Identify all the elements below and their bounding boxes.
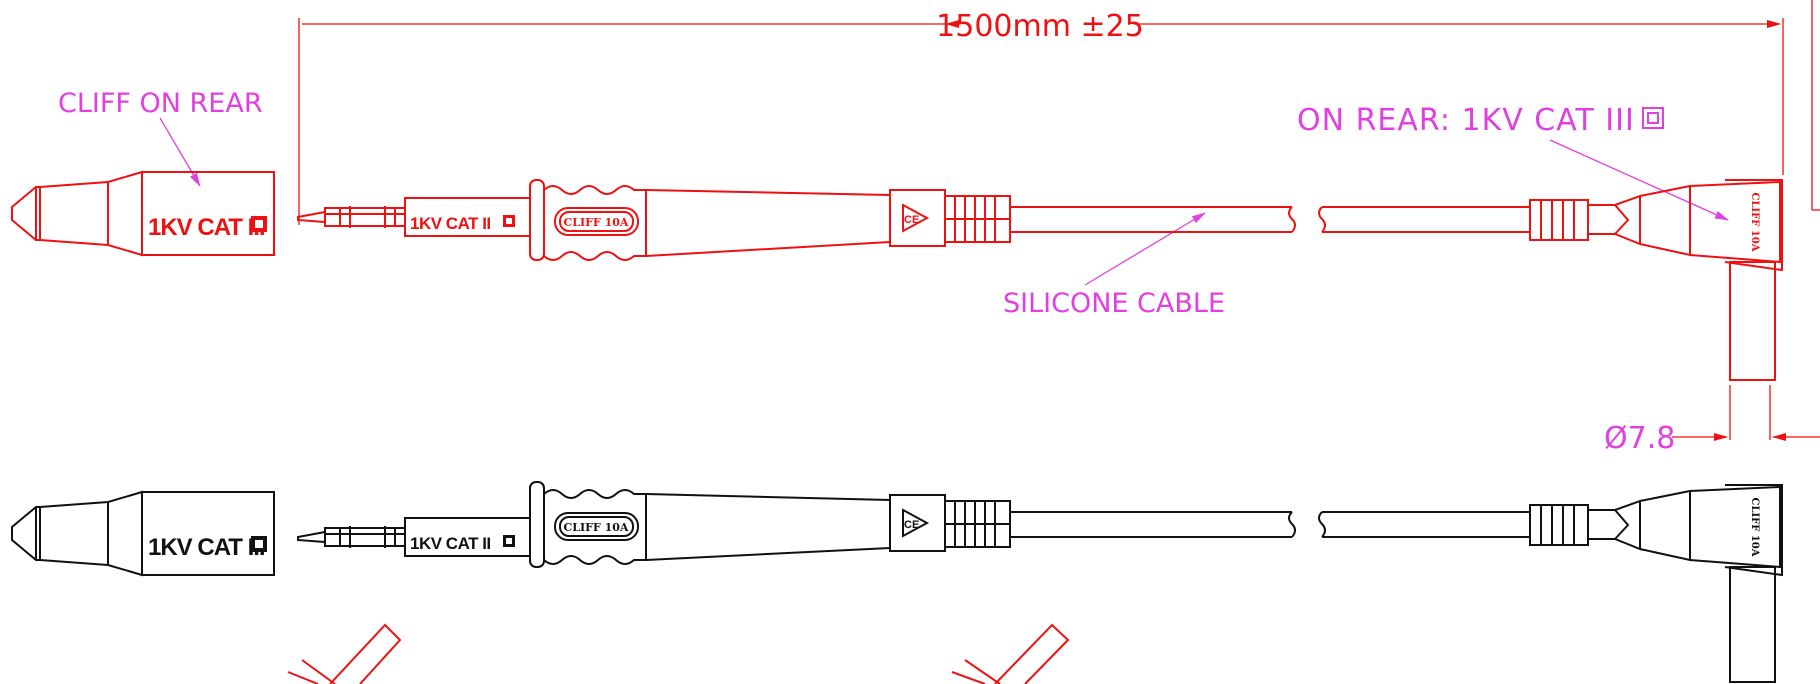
red-ce-mark: CE (904, 214, 919, 226)
black-cap-rating: 1KV CAT III (148, 534, 265, 561)
double-insulation-square-icon (503, 535, 515, 547)
silicone-cable-leader (1084, 212, 1206, 286)
black-probe-tip (297, 526, 406, 548)
red-probe-tip (297, 206, 406, 228)
cliff-on-rear-label: CLIFF ON REAR (58, 88, 263, 119)
black-shroud-cap (11, 490, 275, 577)
length-dimension (298, 0, 1820, 225)
warning-triangle-icon: CE (902, 508, 930, 538)
on-rear-leader (1549, 139, 1729, 221)
black-probe-body (404, 481, 891, 568)
black-brand-connector: CLIFF 10A (1749, 497, 1760, 556)
red-strain-relief (889, 189, 1011, 247)
black-silicone-cable (1010, 511, 1530, 538)
black-right-angle-plug (1529, 484, 1783, 683)
red-silicone-cable (1010, 206, 1530, 233)
silicone-cable-label: SILICONE CABLE (1003, 288, 1225, 319)
red-brand-body: CLIFF 10A (564, 216, 629, 229)
double-insulation-square-icon (251, 216, 267, 232)
double-insulation-square-icon (503, 215, 515, 227)
black-brand-body: CLIFF 10A (564, 521, 629, 534)
double-insulation-square-icon (251, 536, 267, 552)
red-accessory-fragments (287, 623, 1070, 684)
red-test-lead (11, 170, 1783, 381)
red-shroud-cap (11, 170, 275, 257)
red-cap-rating: 1KV CAT III (148, 214, 265, 241)
diameter-dimension-label: Ø7.8 (1604, 421, 1675, 456)
double-insulation-square-icon (1642, 107, 1664, 129)
red-brand-connector: CLIFF 10A (1749, 192, 1760, 251)
cliff-on-rear-leader (159, 117, 201, 187)
length-dimension-label: 1500mm ±25 (936, 9, 1144, 44)
red-right-angle-plug (1529, 179, 1783, 381)
red-probe-rating: 1KV CAT II (410, 214, 491, 233)
on-rear-rating-label: ON REAR: 1KV CAT III (1297, 103, 1635, 138)
diameter-dimension (1672, 385, 1820, 441)
warning-triangle-icon: CE (902, 203, 930, 233)
black-test-lead (11, 481, 1783, 683)
black-strain-relief (889, 494, 1011, 552)
black-probe-rating: 1KV CAT II (410, 534, 491, 553)
black-ce-mark: CE (904, 519, 919, 531)
